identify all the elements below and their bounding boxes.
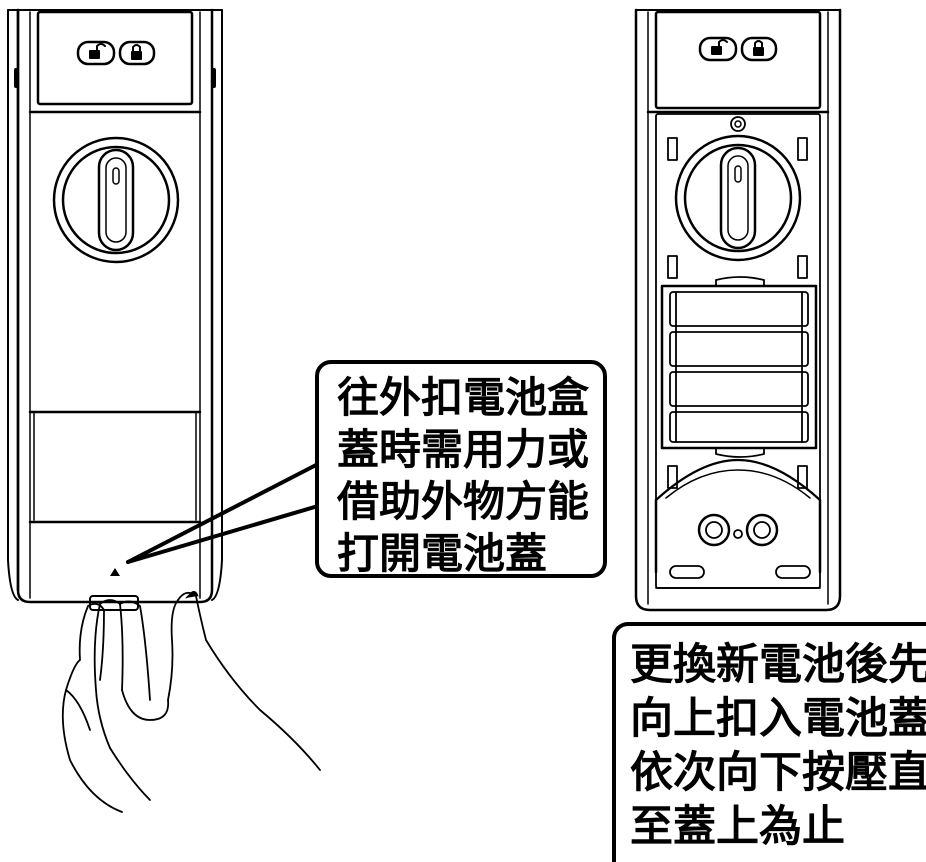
lock-icon xyxy=(753,47,764,56)
arrow-marker-icon xyxy=(110,568,120,576)
close-cover-callout: 更換新電池後先 向上扣入電池蓋 依次向下按壓直 至蓋上為止 xyxy=(612,622,926,862)
callout-line: 依次向下按壓直 xyxy=(630,748,926,798)
unlock-icon xyxy=(711,46,722,55)
callout-line: 更換新電池後先 xyxy=(630,640,926,690)
lock-front-cover-closed xyxy=(7,8,223,611)
lock-front-cover-open xyxy=(634,8,842,612)
callout-line: 借助外物方能 xyxy=(337,477,590,526)
callout-pointer xyxy=(126,462,320,564)
callout-line: 向上扣入電池蓋 xyxy=(630,694,926,744)
callout-line: 至蓋上為止 xyxy=(630,802,845,852)
callout-line: 往外扣電池盒 xyxy=(337,373,590,422)
callout-line: 蓋時需用力或 xyxy=(337,425,590,474)
battery-slots xyxy=(669,291,809,443)
unlock-icon xyxy=(89,50,100,59)
open-cover-callout: 往外扣電池盒 蓋時需用力或 借助外物方能 打開電池蓋 xyxy=(315,360,607,578)
lock-icon xyxy=(131,51,142,60)
callout-line: 打開電池蓋 xyxy=(337,529,548,578)
hand-illustration xyxy=(61,591,321,813)
